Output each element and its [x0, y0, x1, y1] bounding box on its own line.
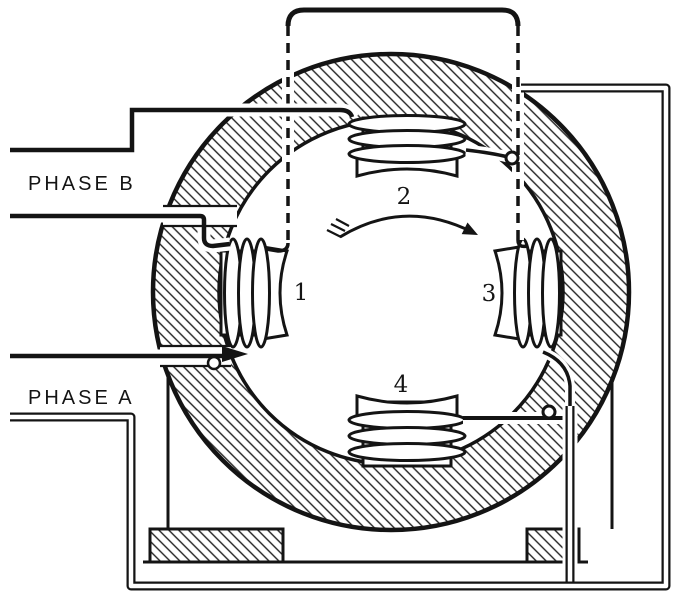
wire-curl: [504, 150, 520, 166]
coil-turn: [347, 410, 467, 430]
pole-right: [493, 237, 563, 349]
coil-2: [347, 114, 467, 164]
phase-b-wire-lower: [10, 213, 231, 249]
coil-turn: [347, 442, 467, 462]
top-loop-wire: [285, 7, 521, 27]
wire-grommet: [206, 355, 222, 371]
pole-1-label: 1: [294, 280, 309, 306]
rotation-arrow-head: [461, 222, 478, 235]
wire-curl: [541, 404, 557, 420]
coil-turn: [347, 426, 467, 446]
coil-turn: [251, 237, 271, 349]
coil-4: [347, 410, 467, 462]
pole-3-label: 3: [482, 281, 497, 307]
pedestal: [143, 375, 614, 564]
phase-a-label: PHASE A: [28, 387, 135, 409]
rotation-arrow-arc: [339, 214, 473, 239]
coil-turn: [541, 237, 561, 349]
pole-right-shoe: [493, 245, 521, 341]
coil3-lead: [542, 350, 572, 408]
rotation-arrow-feathers: [326, 218, 350, 238]
coil-connectors: [463, 144, 575, 424]
dashed-connection-wire: [265, 4, 528, 253]
dashed-wire-left-hook: [265, 242, 290, 253]
outer-connection-wire: [10, 83, 671, 591]
phase-b-lines: [10, 103, 359, 253]
pole-top: [347, 114, 467, 178]
coil-turn: [347, 144, 467, 164]
phase-b-label: PHASE B: [28, 173, 136, 195]
phase-b-wire-upper: [10, 107, 355, 153]
wire-terminal: [222, 346, 248, 362]
pole-left: [219, 237, 289, 349]
pole-bottom: [347, 394, 467, 468]
coil-3: [513, 237, 561, 349]
rotation-arrow-icon: [326, 214, 478, 239]
phase-a-lines: [10, 344, 248, 371]
left-foot: [148, 527, 285, 564]
pole-2-label: 2: [397, 184, 412, 210]
pole-4-label: 4: [394, 372, 409, 398]
coil-1: [223, 237, 271, 349]
stator: [150, 51, 632, 533]
dashed-wire-right-hook: [516, 239, 528, 249]
